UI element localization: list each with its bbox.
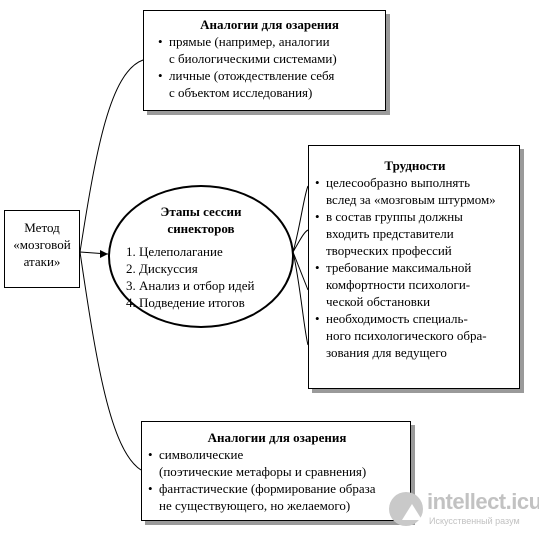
stage-item-1: 1. Целеполагание — [126, 244, 223, 259]
method-line-3: атаки» — [23, 254, 61, 269]
method-line-1: Метод — [24, 220, 60, 235]
analogies-top-box: Аналогии для озарения прямые (например, … — [143, 10, 386, 111]
difficulties-list: целесообразно выполнять вслед за «мозгов… — [315, 174, 515, 361]
watermark-subtitle: Искусственный разум — [429, 516, 520, 526]
difficulty-item-2: в состав группы должны входить представи… — [315, 208, 515, 259]
difficulty-item-4-line-3: зования для ведущего — [326, 345, 447, 360]
difficulty-item-3-line-1: требование максимальной — [326, 260, 472, 275]
stage-item-2: 2. Дискуссия — [126, 261, 198, 276]
method-box: Метод «мозговой атаки» — [4, 210, 80, 288]
analogies-bottom-item-fantastic: фантастические (формирование образа не с… — [148, 480, 406, 514]
difficulty-item-1: целесообразно выполнять вслед за «мозгов… — [315, 174, 515, 208]
analogies-top-item-direct: прямые (например, аналогии с биологическ… — [158, 33, 381, 67]
analogies-bottom-list: символические (поэтические метафоры и ср… — [148, 446, 406, 514]
analogies-bottom-item-symbolic-line-1: символические — [159, 447, 244, 462]
difficulty-item-2-line-1: в состав группы должны — [326, 209, 463, 224]
session-stages-title-line-1: Этапы сессии — [160, 204, 242, 219]
difficulty-item-2-line-3: творческих профессий — [326, 243, 452, 258]
difficulty-item-4-line-2: ного психологического обра- — [326, 328, 487, 343]
method-line-2: «мозговой — [13, 237, 71, 252]
watermark-name: intellect.icu — [427, 489, 539, 514]
analogies-top-item-personal: личные (отождествление себя с объектом и… — [158, 67, 381, 101]
analogies-bottom-item-symbolic: символические (поэтические метафоры и ср… — [148, 446, 406, 480]
difficulty-item-4-line-1: необходимость специаль- — [326, 311, 468, 326]
connector-stages-to-difficulty-4 — [292, 251, 309, 346]
connector-stages-to-difficulty-1 — [292, 185, 309, 253]
connector-method-to-bottom-analogies — [79, 251, 142, 471]
analogies-bottom-box: Аналогии для озарения символические (поэ… — [141, 421, 411, 521]
connector-method-to-top-analogies — [79, 59, 144, 253]
arrowhead-to-stages — [100, 250, 108, 258]
watermark: intellect.icu Искусственный разум — [383, 488, 539, 532]
analogies-bottom-item-fantastic-line-1: фантастические (формирование образа — [159, 481, 376, 496]
analogies-bottom-item-fantastic-line-2: не существующего, но желаемого) — [159, 498, 351, 513]
session-stages-ellipse: Этапы сессии синекторов 1. Целеполагание… — [108, 185, 294, 328]
difficulty-item-3-line-2: комфортности психологи- — [326, 277, 471, 292]
analogies-top-item-direct-line-2: с биологическими системами) — [169, 51, 337, 66]
analogies-top-title: Аналогии для озарения — [200, 17, 339, 32]
stage-item-3: 3. Анализ и отбор идей — [126, 278, 255, 293]
analogies-top-list: прямые (например, аналогии с биологическ… — [158, 33, 381, 101]
watermark-logo-icon — [389, 492, 423, 526]
difficulty-item-3: требование максимальной комфортности пси… — [315, 259, 515, 310]
stage-item-4: 4. Подведение итогов — [126, 295, 245, 310]
analogies-top-item-direct-line-1: прямые (например, аналогии — [169, 34, 330, 49]
difficulty-item-4: необходимость специаль- ного психологиче… — [315, 310, 515, 361]
analogies-bottom-item-symbolic-line-2: (поэтические метафоры и сравнения) — [159, 464, 367, 479]
difficulty-item-1-line-2: вслед за «мозговым штурмом» — [326, 192, 496, 207]
difficulties-title: Трудности — [384, 158, 446, 173]
connector-stages-to-difficulty-2 — [292, 229, 309, 253]
session-stages-title-line-2: синекторов — [167, 221, 235, 236]
session-stages-list: 1. Целеполагание 2. Дискуссия 3. Анализ … — [126, 243, 292, 311]
analogies-bottom-title: Аналогии для озарения — [207, 430, 347, 445]
analogies-top-item-personal-line-1: личные (отождествление себя — [169, 68, 335, 83]
difficulty-item-1-line-1: целесообразно выполнять — [326, 175, 470, 190]
difficulty-item-3-line-3: ческой обстановки — [326, 294, 431, 309]
connector-stages-to-difficulty-3 — [292, 251, 309, 291]
analogies-top-item-personal-line-2: с объектом исследования) — [169, 85, 313, 100]
session-stages-title: Этапы сессии синекторов — [110, 203, 292, 237]
difficulties-box: Трудности целесообразно выполнять вслед … — [308, 145, 520, 389]
difficulty-item-2-line-2: входить представители — [326, 226, 454, 241]
